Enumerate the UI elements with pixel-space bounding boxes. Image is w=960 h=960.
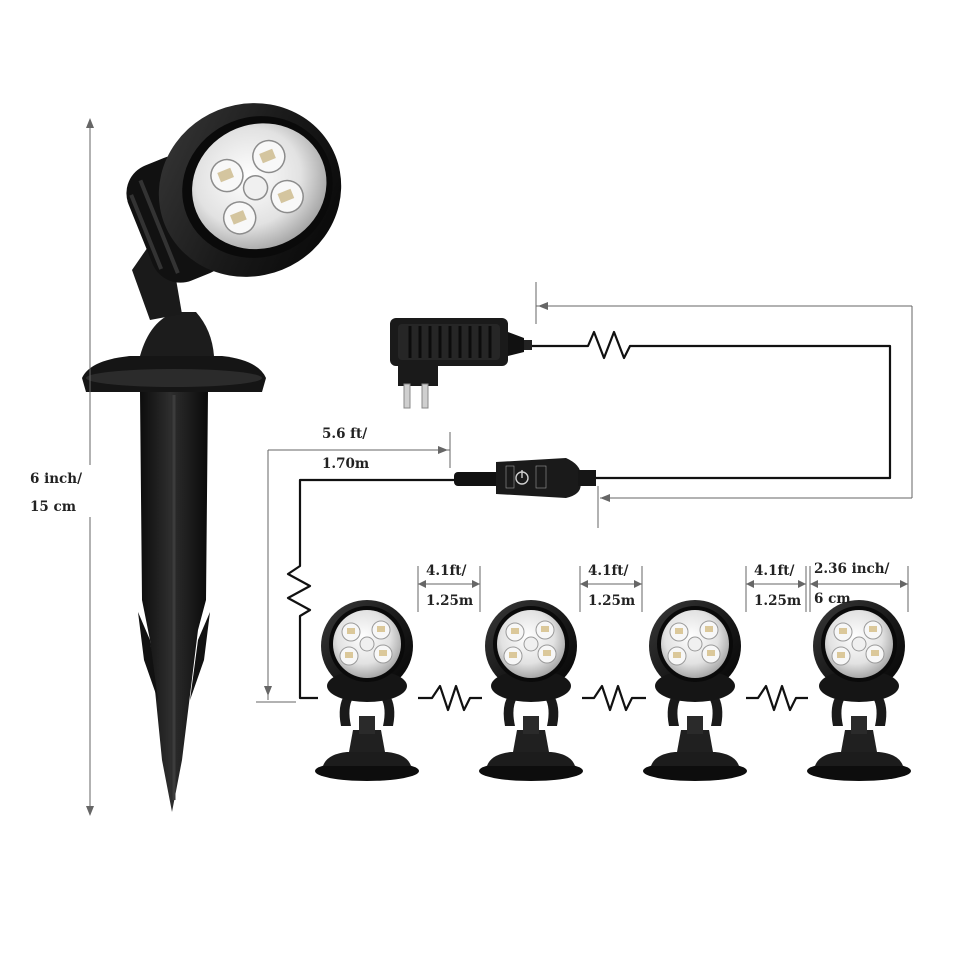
gap1-label-imperial: 4.1ft/ (426, 563, 467, 579)
gap3-label-imperial: 4.1ft/ (754, 563, 795, 579)
small-spotlight-2 (478, 599, 584, 782)
small-spotlight-3 (642, 599, 748, 782)
lead-label-metric: 1.70m (322, 456, 369, 472)
lead-label-imperial: 5.6 ft/ (322, 426, 367, 442)
arrow-down-icon (86, 806, 94, 816)
gap-dimension-2: 4.1ft/ 1.25m (579, 563, 643, 612)
small-spotlight-1 (314, 599, 420, 782)
lead-cable-dimension: 5.6 ft/ 1.70m (256, 426, 451, 703)
width-label-metric: 6 cm (814, 591, 851, 607)
arrow-up-icon (86, 118, 94, 128)
cables (286, 330, 892, 712)
height-dimension: 6 inch/ 15 cm (28, 118, 94, 816)
height-label-imperial: 6 inch/ (30, 471, 82, 487)
gap3-label-metric: 1.25m (754, 593, 801, 609)
gap2-label-imperial: 4.1ft/ (588, 563, 629, 579)
width-dimension: 2.36 inch/ 6 cm (809, 561, 909, 612)
small-spotlight-4 (806, 599, 912, 782)
gap-dimension-3: 4.1ft/ 1.25m (745, 563, 807, 612)
gap1-label-metric: 1.25m (426, 593, 473, 609)
inline-switch (454, 458, 596, 498)
large-spotlight (82, 103, 342, 812)
gap-dimension-1: 4.1ft/ 1.25m (417, 563, 481, 612)
height-label-metric: 15 cm (30, 499, 76, 515)
gap2-label-metric: 1.25m (588, 593, 635, 609)
width-label-imperial: 2.36 inch/ (814, 561, 890, 577)
adapter-cable-dimension (535, 282, 913, 528)
power-adapter (390, 318, 532, 409)
